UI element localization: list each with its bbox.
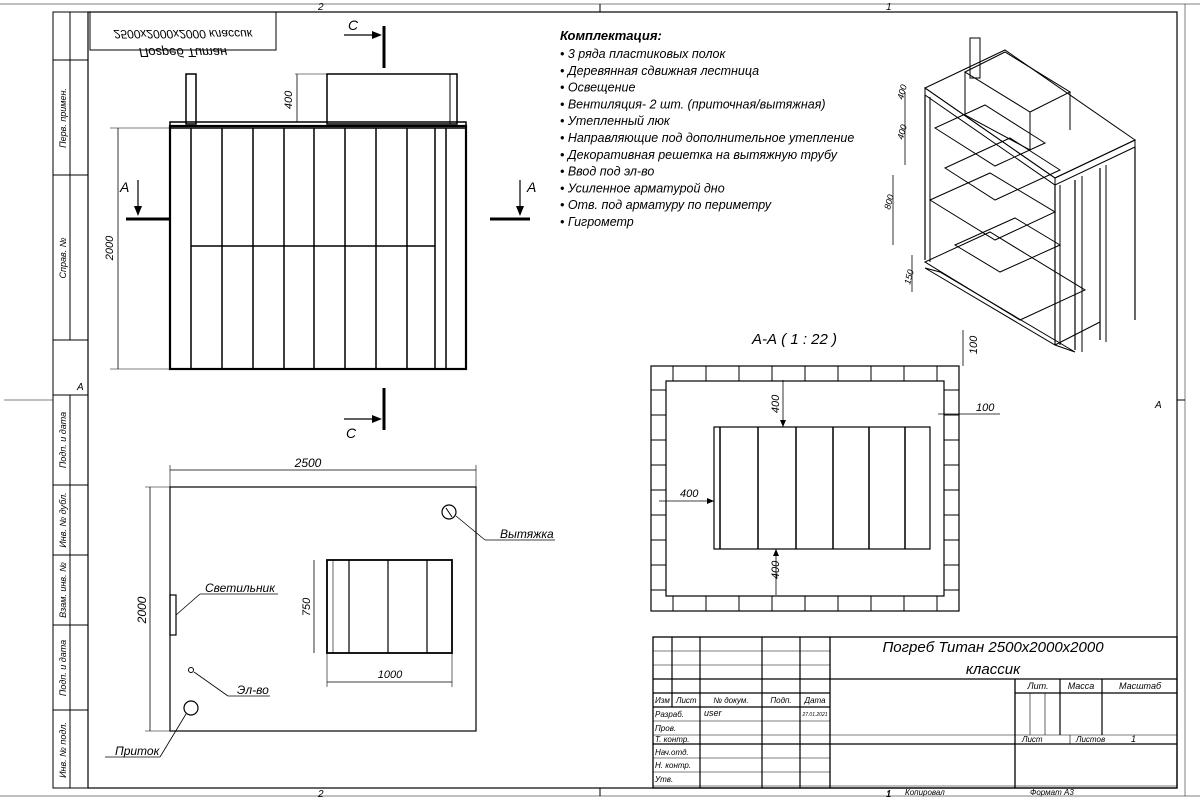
plan-label-lamp: Светильник — [205, 581, 276, 595]
equipment-item: • Ввод под эл-во — [560, 165, 654, 179]
equipment-item: • Отв. под арматуру по периметру — [560, 198, 772, 212]
side-label-reference: Справ. № — [58, 237, 68, 278]
zone-label-top-right: 1 — [886, 2, 892, 13]
mirrored-title-line1-flip: Погреб Титан — [139, 45, 227, 60]
equipment-item: • Деревянная сдвижная лестница — [560, 64, 759, 78]
equipment-heading: Комплектация: — [560, 28, 662, 43]
section-dimensions — [659, 330, 1000, 595]
section-dim-bottom-gap: 400 — [770, 560, 782, 579]
dim-hatch-height: 400 — [283, 90, 295, 109]
equipment-item: • Освещение — [560, 81, 635, 95]
equipment-item: • Утепленный люк — [560, 114, 671, 128]
mirrored-title-line2-flip: 2500x2000x2000 классик — [113, 27, 254, 41]
iso-dim-2: 400 — [895, 123, 909, 140]
iso-dim-4: 150 — [902, 268, 916, 285]
title-block-col-lit: Лит. — [1026, 681, 1048, 691]
title-block-row-label: Пров. — [655, 724, 676, 733]
title-block-grid — [652, 636, 1178, 789]
title-block-page-number: 1 — [886, 790, 890, 799]
side-label-repl-inv: Взам. инв. № — [58, 562, 68, 618]
dim-front-height: 2000 — [104, 235, 116, 261]
section-panels — [719, 427, 906, 549]
side-label-first-use: Перв. примен. — [58, 88, 68, 148]
side-label-sign-date-2: Подп. и дата — [58, 640, 68, 696]
section-c-marks — [344, 26, 386, 430]
title-block-title-line2: классик — [966, 661, 1021, 678]
side-label-dup-inv: Инв. № дубл. — [58, 492, 68, 547]
section-walls — [650, 365, 960, 612]
title-block-sheet-label: Лист — [1021, 735, 1043, 744]
plan-view — [169, 486, 477, 732]
title-block-format: Формат А3 — [1030, 788, 1074, 797]
mirrored-title-box: Погреб Титан — [89, 11, 277, 51]
title-block-sheets-label: Листов — [1075, 735, 1105, 744]
section-dim-left-gap: 400 — [680, 488, 699, 500]
title-block-row-label: Утв. — [654, 775, 673, 784]
title-block-hdr-list: Лист — [675, 696, 697, 705]
title-block-developer: user — [704, 708, 723, 718]
section-c-label-bottom: С — [346, 425, 357, 441]
plan-label-exhaust: Вытяжка — [500, 527, 554, 541]
section-aa-body — [713, 426, 931, 550]
title-block-hdr-date: Дата — [803, 696, 826, 705]
side-label-sign-date-1: Подп. и дата — [58, 412, 68, 468]
plan-dim-width: 2500 — [294, 456, 322, 470]
plan-label-power: Эл-во — [237, 683, 269, 697]
iso-dim-3: 800 — [882, 193, 896, 210]
section-a-label-left: А — [119, 179, 129, 195]
title-block-row-label: Нач.отд. — [655, 748, 689, 757]
plan-dim-depth: 2000 — [135, 596, 149, 624]
title-block-hdr-doc: № докум. — [713, 696, 748, 705]
plan-dimensions — [105, 465, 555, 758]
title-block-hdr-sign: Подп. — [770, 696, 791, 705]
equipment-item: • Вентиляция- 2 шт. (приточная/вытяжная) — [560, 97, 826, 111]
title-block-rows: Разраб. Пров. Т. контр. Нач.отд. Н. контр. Ут… — [654, 710, 691, 784]
iso-dim-1: 400 — [895, 83, 909, 100]
sheet-frame — [0, 3, 1200, 797]
title-block-col-scale: Масштаб — [1119, 681, 1162, 691]
equipment-item: • Усиленное арматурой дно — [560, 181, 725, 195]
title-block-date: 27.01.2021 — [801, 712, 827, 718]
side-label-orig-inv: Инв. № подл. — [58, 722, 68, 778]
title-block-sheets-count: 1 — [1131, 734, 1136, 744]
front-dimensions — [110, 73, 327, 370]
plan-dim-hatch-width: 1000 — [378, 669, 403, 681]
title-block-hdr-izm: Изм — [655, 696, 670, 705]
title-block-row-label: Н. контр. — [655, 761, 691, 770]
plan-label-intake: Приток — [115, 744, 161, 758]
section-dim-right-wall: 100 — [976, 402, 995, 414]
equipment-item: • Декоративная решетка на вытяжную трубу — [560, 148, 838, 162]
plan-dim-hatch-depth: 750 — [301, 597, 313, 616]
section-inner-wall — [665, 380, 945, 597]
equipment-item: • Направляющие под дополнительное утепле… — [560, 131, 854, 145]
front-view — [168, 73, 468, 371]
section-dim-top-gap: 400 — [770, 394, 782, 413]
title-block-row-label: Разраб. — [655, 710, 684, 719]
section-dim-top-wall: 100 — [968, 335, 980, 354]
section-a-label-right: А — [526, 179, 536, 195]
title-block-col-mass: Масса — [1068, 681, 1095, 691]
zone-label-bottom-left: 2 — [317, 789, 324, 800]
equipment-item: • 3 ряда пластиковых полок — [560, 47, 726, 61]
zone-label-right: A — [1154, 400, 1162, 411]
section-a-marks — [126, 180, 530, 221]
zone-label-left: A — [76, 382, 84, 393]
zone-label-bottom-right: 1 — [886, 789, 892, 800]
title-block-row-label: Т. контр. — [655, 735, 690, 744]
title-block-copied: Копировал — [905, 788, 945, 797]
section-aa-title: А-А ( 1 : 22 ) — [751, 331, 837, 348]
equipment-item: • Гигрометр — [560, 215, 634, 229]
section-c-label-top: С — [348, 17, 359, 33]
equipment-list: • 3 ряда пластиковых полок • Деревянная с… — [560, 47, 854, 229]
iso-dimensions — [892, 92, 913, 292]
front-panels — [221, 128, 436, 369]
title-block-title-line1: Погреб Титан 2500x2000x2000 — [882, 639, 1104, 656]
zone-label-top-left: 2 — [317, 2, 324, 13]
isometric-view — [923, 37, 1136, 353]
